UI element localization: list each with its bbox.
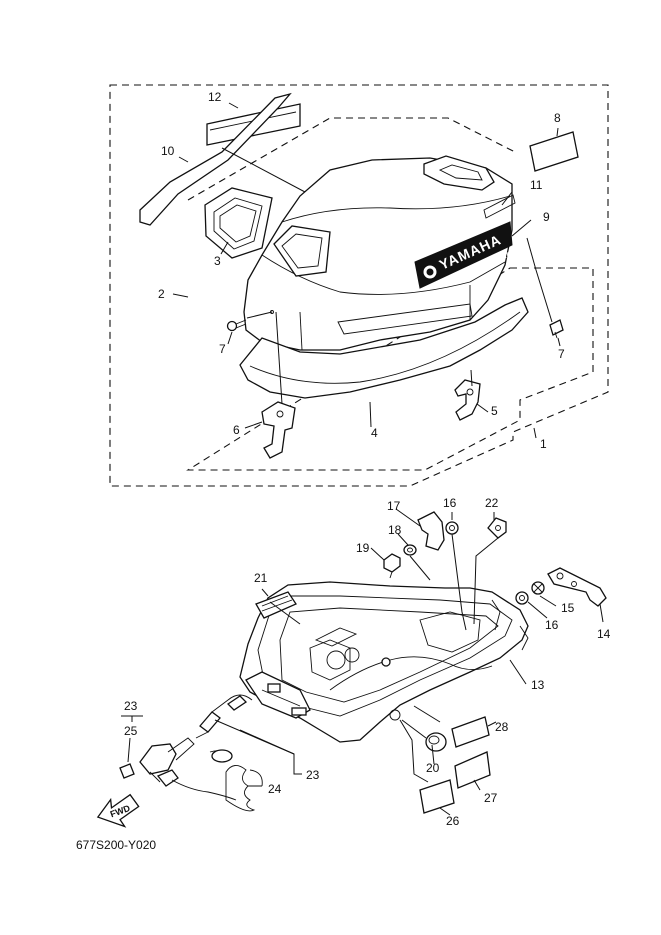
callout-12: 12 bbox=[208, 90, 222, 104]
part-16-nut-lower bbox=[515, 591, 529, 605]
callout-7-left: 7 bbox=[219, 342, 226, 356]
callout-20: 20 bbox=[426, 761, 440, 775]
callout-22: 22 bbox=[485, 496, 499, 510]
part-3-intake-cover bbox=[204, 187, 273, 259]
leader-lines-top bbox=[172, 102, 561, 439]
part-7-screw-left bbox=[226, 319, 247, 332]
callout-28: 28 bbox=[495, 720, 509, 734]
part-23-cable bbox=[195, 694, 253, 739]
callout-1: 1 bbox=[540, 437, 547, 451]
part-13-bottom-cowling bbox=[239, 581, 529, 743]
part-25-cap bbox=[119, 763, 135, 779]
top-cowling-body bbox=[243, 155, 513, 351]
part-4-bottom-seal bbox=[239, 297, 529, 399]
part-27-label bbox=[454, 751, 491, 789]
part-18-washer bbox=[403, 544, 417, 556]
callout-17: 17 bbox=[387, 499, 401, 513]
part-28-label bbox=[451, 716, 490, 748]
callout-25: 25 bbox=[124, 724, 138, 738]
part-21-grommet bbox=[255, 591, 297, 619]
part-26-label bbox=[419, 779, 455, 814]
part-8-decal bbox=[529, 131, 579, 172]
callout-13: 13 bbox=[531, 678, 545, 692]
part-10-stripe bbox=[139, 92, 292, 226]
part-5-bracket bbox=[454, 379, 481, 421]
assembly-boundary-outer bbox=[109, 84, 609, 487]
callout-8: 8 bbox=[554, 111, 561, 125]
callout-27: 27 bbox=[484, 791, 498, 805]
part-22-clamp bbox=[487, 517, 507, 539]
callout-3: 3 bbox=[214, 254, 221, 268]
callout-5: 5 bbox=[491, 404, 498, 418]
callout-21: 21 bbox=[254, 571, 268, 585]
callout-10: 10 bbox=[161, 144, 175, 158]
part-15-washer bbox=[531, 581, 545, 595]
part-6-bracket bbox=[261, 401, 296, 459]
callout-numbers: 12 10 3 2 7 6 4 5 1 7 9 11 8 17 16 22 18… bbox=[124, 90, 611, 828]
callout-6: 6 bbox=[233, 423, 240, 437]
part-17-clip bbox=[417, 511, 445, 551]
leader-lines-bottom bbox=[121, 508, 604, 816]
callout-7-right: 7 bbox=[558, 347, 565, 361]
part-19-bolt bbox=[383, 553, 401, 579]
part-16-nut-upper bbox=[445, 521, 459, 535]
callout-18: 18 bbox=[388, 523, 402, 537]
callout-16-lower: 16 bbox=[545, 618, 559, 632]
callout-19: 19 bbox=[356, 541, 370, 555]
part-11-decal bbox=[483, 194, 516, 219]
part-24-lanyard bbox=[156, 749, 263, 812]
diagram-code: 677S200-Y020 bbox=[76, 838, 156, 852]
callout-16-upper: 16 bbox=[443, 496, 457, 510]
part-7-screw-right bbox=[549, 319, 564, 339]
callout-11: 11 bbox=[530, 178, 543, 192]
callout-14: 14 bbox=[597, 627, 611, 641]
part-14-lever bbox=[547, 567, 607, 607]
forward-arrow: FWD bbox=[96, 793, 140, 828]
part-23-stop-switch bbox=[139, 737, 195, 783]
callout-15: 15 bbox=[561, 601, 575, 615]
part-20-plug bbox=[425, 732, 447, 752]
callout-23-top: 23 bbox=[124, 699, 138, 713]
callout-24: 24 bbox=[268, 782, 282, 796]
callout-26: 26 bbox=[446, 814, 460, 828]
assembly-boundary-inner bbox=[186, 117, 594, 471]
callout-9: 9 bbox=[543, 210, 550, 224]
callout-4: 4 bbox=[371, 426, 378, 440]
callout-23-right: 23 bbox=[306, 768, 320, 782]
callout-2: 2 bbox=[158, 287, 165, 301]
